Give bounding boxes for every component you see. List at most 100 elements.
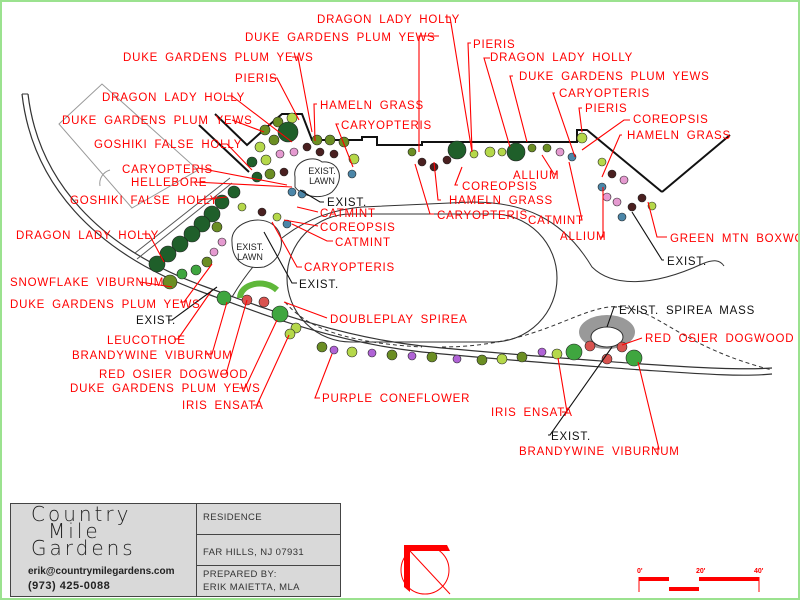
plant-symbol [201, 256, 213, 268]
plant-symbol [617, 212, 627, 222]
plant-symbol [316, 341, 328, 353]
plant-symbol [625, 349, 643, 367]
plant-label: DUKE GARDENS PLUM YEWS [123, 52, 314, 64]
plant-label: CATMINT [320, 208, 376, 220]
prepared-by-label: PREPARED BY: [203, 569, 277, 580]
company-logo: Country Mile Gardens [31, 502, 136, 560]
plant-symbol [171, 235, 189, 253]
plant-label: HAMELN GRASS [320, 100, 424, 112]
plant-symbol [190, 264, 202, 276]
plant-symbol [214, 194, 230, 210]
plant-label: GREEN MTN BOXWOOD [670, 233, 800, 245]
plant-label: DRAGON LADY HOLLY [317, 14, 460, 26]
existing-label: EXIST. [136, 315, 176, 327]
plant-symbol [565, 343, 583, 361]
plant-symbol [607, 169, 617, 179]
plant-label: DUKE GARDENS PLUM YEWS [245, 32, 436, 44]
plant-label: CATMINT [528, 215, 584, 227]
plant-symbol [447, 140, 467, 160]
plant-label: DRAGON LADY HOLLY [490, 52, 633, 64]
lawn-label: LAWN [237, 252, 263, 262]
scale-tick: 20' [696, 568, 706, 575]
plant-label: DUKE GARDENS PLUM YEWS [519, 71, 710, 83]
company-name-line: Country [31, 502, 132, 526]
plant-symbol [217, 237, 227, 247]
lawn-label: EXIST. [236, 242, 264, 252]
plant-label: CARYOPTERIS [304, 262, 395, 274]
plant-label: PIERIS [473, 39, 516, 51]
project-name: RESIDENCE [203, 512, 263, 523]
plant-label: DRAGON LADY HOLLY [16, 230, 159, 242]
plant-symbol [619, 175, 629, 185]
plant-label: COREOPSIS [633, 114, 709, 126]
plant-label: BRANDYWINE VIBURNUM [72, 350, 233, 362]
plant-symbol [426, 351, 438, 363]
plant-symbol [193, 215, 211, 233]
plant-symbol [329, 345, 339, 355]
plant-label: DOUBLEPLAY SPIREA [330, 314, 468, 326]
plant-label: RED OSIER DOGWOOD [99, 369, 248, 381]
plant-symbol [348, 153, 360, 165]
plant-symbol [496, 353, 508, 365]
plant-symbol [246, 156, 258, 168]
plant-symbol [209, 247, 219, 257]
plant-symbol [260, 154, 272, 166]
driveway-edge-2 [284, 301, 423, 348]
plant-symbol [329, 149, 339, 159]
plant-symbol [176, 268, 188, 280]
plant-symbol [289, 147, 299, 157]
plant-symbol [597, 182, 607, 192]
plant-symbols [148, 112, 657, 367]
plant-label: HAMELN GRASS [627, 130, 731, 142]
plant-label: COREOPSIS [462, 181, 538, 193]
plant-symbol [527, 143, 537, 153]
plant-symbol [637, 193, 647, 203]
plant-label: IRIS ENSATA [491, 407, 573, 419]
plant-symbol [277, 121, 299, 143]
plant-label: GOSHIKI FALSE HOLLY [94, 139, 242, 151]
plant-symbol [272, 212, 282, 222]
scale-tick: 40' [754, 568, 764, 575]
plant-label: DUKE GARDENS PLUM YEWS [62, 115, 253, 127]
plant-label: CARYOPTERIS [437, 210, 528, 222]
location-row: FAR HILLS, NJ 07931 [197, 535, 340, 566]
plant-label: DUKE GARDENS PLUM YEWS [10, 299, 201, 311]
plant-symbol [367, 348, 377, 358]
plant-symbol [542, 143, 552, 153]
plant-symbol [211, 221, 223, 233]
plant-symbol [597, 157, 607, 167]
plant-label: PURPLE CONEFLOWER [322, 393, 470, 405]
existing-label: EXIST. [327, 197, 367, 209]
company-email: erik@countrymilegardens.com [28, 566, 175, 577]
company-name-line: Gardens [31, 536, 136, 560]
plant-symbol [576, 132, 588, 144]
existing-lawn-lower: EXIST. LAWN [231, 219, 282, 269]
existing-label: EXIST. [299, 279, 339, 291]
driveway-island [286, 213, 558, 343]
plant-symbol [268, 134, 280, 146]
plant-symbol [407, 147, 417, 157]
title-block: Country Mile Gardens erik@countrymilegar… [10, 503, 341, 597]
leader-lines [139, 16, 667, 450]
existing-lawn-upper: EXIST. LAWN [294, 158, 340, 198]
plant-symbol [216, 290, 232, 306]
plant-symbol [203, 205, 221, 223]
plant-symbol [612, 197, 622, 207]
plant-symbol [275, 149, 285, 159]
plant-label: ALLIUM [560, 231, 606, 243]
plant-symbol [346, 346, 358, 358]
scale-bar: 0' 20' 40' [637, 568, 764, 592]
plant-label: GOSHIKI FALSE HOLLY [70, 195, 218, 207]
plant-symbol [469, 149, 479, 159]
plant-symbol [584, 340, 596, 352]
plant-symbol [148, 255, 166, 273]
lawn-label: LAWN [309, 176, 335, 186]
plant-symbol [287, 187, 297, 197]
prepared-by-name: ERIK MAIETTA, MLA [203, 582, 300, 593]
plant-symbol [407, 351, 417, 361]
plant-symbol [506, 142, 526, 162]
plant-symbol [279, 167, 289, 177]
existing-label: EXIST. [667, 256, 707, 268]
plant-symbol [251, 171, 263, 183]
